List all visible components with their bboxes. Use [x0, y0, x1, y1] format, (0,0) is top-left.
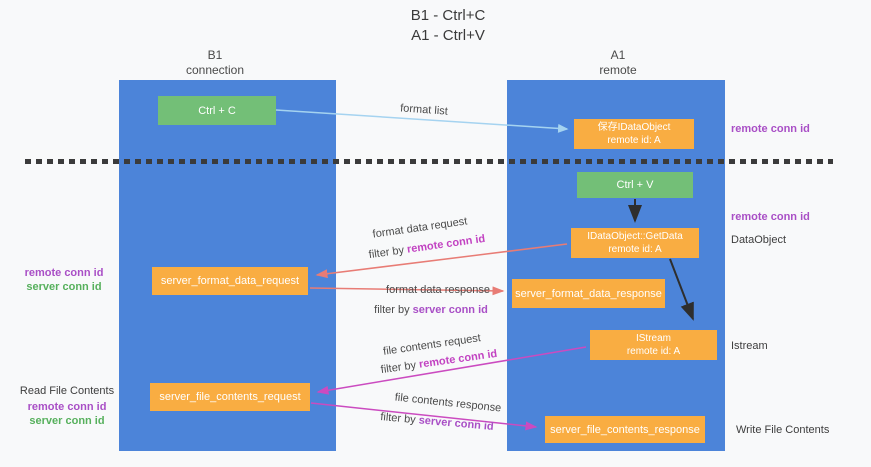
left-column-header: B1 connection: [160, 48, 270, 78]
ctrl-v-label: Ctrl + V: [616, 179, 654, 191]
remote-conn-id-annotation-left: remote conn id: [24, 267, 104, 279]
read-file-contents-annotation: Read File Contents: [19, 385, 115, 397]
server-conn-id-text: server conn id: [412, 304, 488, 316]
format-data-response-label: format data response: [386, 284, 490, 296]
server-conn-id-annotation-left: server conn id: [26, 281, 102, 293]
save-idataobject-line1: 保存IDataObject: [597, 122, 671, 133]
server-file-contents-request-label: server_file_contents_request: [159, 391, 301, 403]
remote-conn-id-annotation-bottom: remote conn id: [27, 401, 107, 413]
istream-annotation: Istream: [731, 340, 768, 352]
left-column-name: B1: [207, 48, 223, 62]
left-column-role: connection: [185, 63, 245, 77]
server-file-contents-response-label: server_file_contents_response: [550, 423, 700, 436]
istream-node: IStream remote id: A: [590, 330, 717, 360]
ctrl-c-node: Ctrl + C: [158, 96, 276, 125]
idataobject-getdata-node: IDataObject::GetData remote id: A: [571, 228, 699, 258]
ctrl-v-node: Ctrl + V: [577, 172, 693, 198]
getdata-line1: IDataObject::GetData: [587, 231, 683, 242]
server-format-data-request-node: server_format_data_request: [152, 267, 308, 295]
filter-by-text: filter by: [379, 411, 420, 427]
server-conn-id-annotation-bottom: server conn id: [29, 415, 105, 427]
file-contents-response-label: file contents response: [394, 391, 502, 415]
title-line-2: A1 - Ctrl+V: [411, 27, 485, 44]
dataobject-annotation: DataObject: [731, 234, 787, 246]
format-list-label: format list: [399, 102, 449, 118]
getdata-line2: remote id: A: [608, 244, 662, 255]
right-column-header: A1 remote: [563, 48, 673, 78]
remote-conn-id-text: remote conn id: [406, 232, 486, 256]
right-column-role: remote: [599, 63, 637, 77]
write-file-contents-annotation: Write File Contents: [736, 424, 830, 436]
remote-conn-id-annotation-mid: remote conn id: [731, 211, 810, 223]
istream-line1: IStream: [635, 333, 671, 344]
server-format-data-response-label: server_format_data_response: [515, 287, 662, 300]
istream-line2: remote id: A: [626, 346, 681, 357]
diagram-title: B1 - Ctrl+C A1 - Ctrl+V: [348, 6, 548, 46]
filter-by-text: filter by: [380, 358, 420, 377]
right-column-name: A1: [610, 48, 626, 62]
read-file-contents-annotation-block: Read File Contents remote conn id server…: [16, 384, 118, 428]
phase-separator-dashed-line: [25, 159, 833, 164]
left-conn-id-annotation: remote conn id server conn id: [22, 266, 106, 294]
file-contents-response-filter-label: filter by server conn id: [380, 411, 494, 433]
server-format-data-request-label: server_format_data_request: [160, 275, 300, 287]
filter-by-text: filter by: [374, 304, 413, 316]
server-file-contents-request-node: server_file_contents_request: [150, 383, 310, 411]
ctrl-c-label: Ctrl + C: [198, 104, 236, 117]
server-conn-id-text: server conn id: [418, 414, 495, 433]
server-file-contents-response-node: server_file_contents_response: [545, 416, 705, 443]
save-idataobject-line2: remote id: A: [607, 135, 661, 146]
filter-by-text: filter by: [368, 243, 408, 262]
title-line-1: B1 - Ctrl+C: [410, 7, 486, 24]
save-idataobject-node: 保存IDataObject remote id: A: [574, 119, 694, 149]
server-format-data-response-node: server_format_data_response: [512, 279, 665, 308]
format-data-response-filter-label: filter by server conn id: [374, 304, 488, 316]
remote-conn-id-annotation-top: remote conn id: [731, 123, 810, 135]
